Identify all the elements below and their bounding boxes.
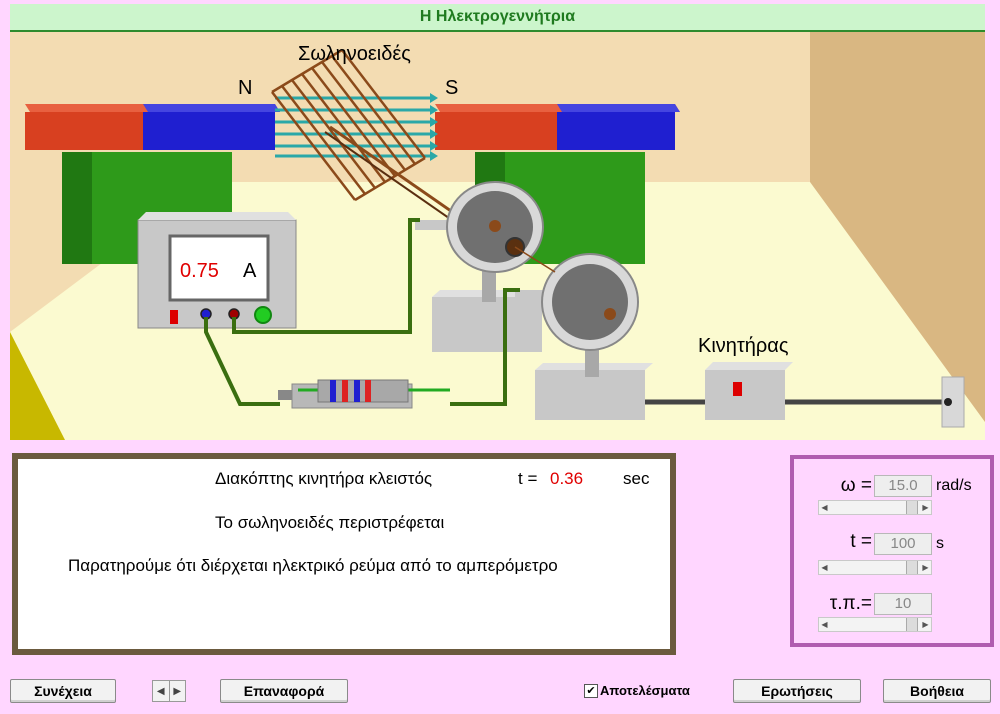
ammeter-unit: A bbox=[243, 260, 257, 282]
t-label: t = bbox=[850, 531, 872, 552]
help-button[interactable]: Βοήθεια bbox=[883, 679, 991, 703]
arrow-right-icon[interactable]: ▶ bbox=[922, 620, 929, 629]
step-arrows[interactable]: ◀ ▶ bbox=[152, 680, 186, 702]
t-value[interactable]: 100 bbox=[874, 533, 932, 555]
reset-button[interactable]: Επαναφορά bbox=[220, 679, 348, 703]
questions-button[interactable]: Ερωτήσεις bbox=[733, 679, 861, 703]
omega-slider[interactable]: ◀ ▶ bbox=[818, 500, 932, 515]
right-wall bbox=[810, 32, 985, 440]
time-label: t = bbox=[518, 469, 538, 488]
slider-thumb[interactable] bbox=[906, 561, 918, 574]
tp-control: τ.π.= 10 ◀ ▶ bbox=[794, 591, 990, 643]
arrow-right-icon[interactable]: ▶ bbox=[922, 503, 929, 512]
tp-slider[interactable]: ◀ ▶ bbox=[818, 617, 932, 632]
switch-status: Διακόπτης κινητήρα κλειστός bbox=[215, 469, 433, 488]
t-unit: s bbox=[936, 535, 944, 552]
omega-label: ω = bbox=[840, 475, 872, 496]
results-label[interactable]: Αποτελέσματα bbox=[600, 683, 690, 698]
t-slider[interactable]: ◀ ▶ bbox=[818, 560, 932, 575]
solenoid-label: Σωληνοειδές bbox=[298, 43, 411, 65]
tp-label: τ.π.= bbox=[829, 593, 872, 614]
arrow-right-icon[interactable]: ▶ bbox=[922, 563, 929, 572]
rotation-status: Το σωληνοειδές περιστρέφεται bbox=[215, 513, 445, 532]
omega-value[interactable]: 15.0 bbox=[874, 475, 932, 497]
observation-text: Παρατηρούμε ότι διέρχεται ηλεκτρικό ρεύμ… bbox=[68, 556, 558, 575]
circuit-wires bbox=[204, 218, 520, 406]
omega-unit: rad/s bbox=[936, 477, 972, 494]
info-panel: Διακόπτης κινητήρα κλειστός t = 0.36 sec… bbox=[12, 453, 676, 655]
page-title: Η Ηλεκτρογεννήτρια bbox=[419, 8, 576, 25]
solenoid-coil bbox=[271, 48, 426, 202]
ammeter-reading: 0.75 bbox=[180, 260, 219, 282]
pole-south-label: S bbox=[445, 77, 458, 99]
motor bbox=[705, 370, 785, 420]
time-control: t = 100 s ◀ ▶ bbox=[794, 531, 990, 583]
arrow-left-icon[interactable]: ◀ bbox=[821, 620, 828, 629]
slider-thumb[interactable] bbox=[906, 501, 918, 514]
magnet-south-half bbox=[143, 112, 275, 150]
continue-button[interactable]: Συνέχεια bbox=[10, 679, 116, 703]
check-icon: ✔ bbox=[586, 685, 596, 697]
motor-switch bbox=[733, 382, 742, 396]
motor-label: Κινητήρας bbox=[698, 335, 789, 357]
arrow-left-icon[interactable]: ◀ bbox=[821, 563, 828, 572]
time-unit: sec bbox=[623, 469, 650, 488]
omega-control: ω = 15.0 rad/s ◀ ▶ bbox=[794, 473, 990, 525]
step-forward-icon[interactable]: ▶ bbox=[168, 681, 186, 701]
parameter-panel: ω = 15.0 rad/s ◀ ▶ t = 100 s ◀ ▶ τ.π.= 1… bbox=[790, 455, 994, 647]
time-value: 0.36 bbox=[550, 469, 584, 488]
title-bar: Η Ηλεκτρογεννήτρια bbox=[10, 4, 985, 32]
slider-thumb[interactable] bbox=[906, 618, 918, 631]
pole-north-label: N bbox=[238, 77, 252, 99]
results-checkbox[interactable]: ✔ bbox=[584, 684, 598, 698]
arrow-left-icon[interactable]: ◀ bbox=[821, 503, 828, 512]
step-back-icon[interactable]: ◀ bbox=[156, 685, 165, 697]
tp-value[interactable]: 10 bbox=[874, 593, 932, 615]
generator-scene: Σωληνοειδές N S 0.75 A Κινητήρας bbox=[10, 32, 985, 440]
magnet-north bbox=[25, 112, 143, 150]
